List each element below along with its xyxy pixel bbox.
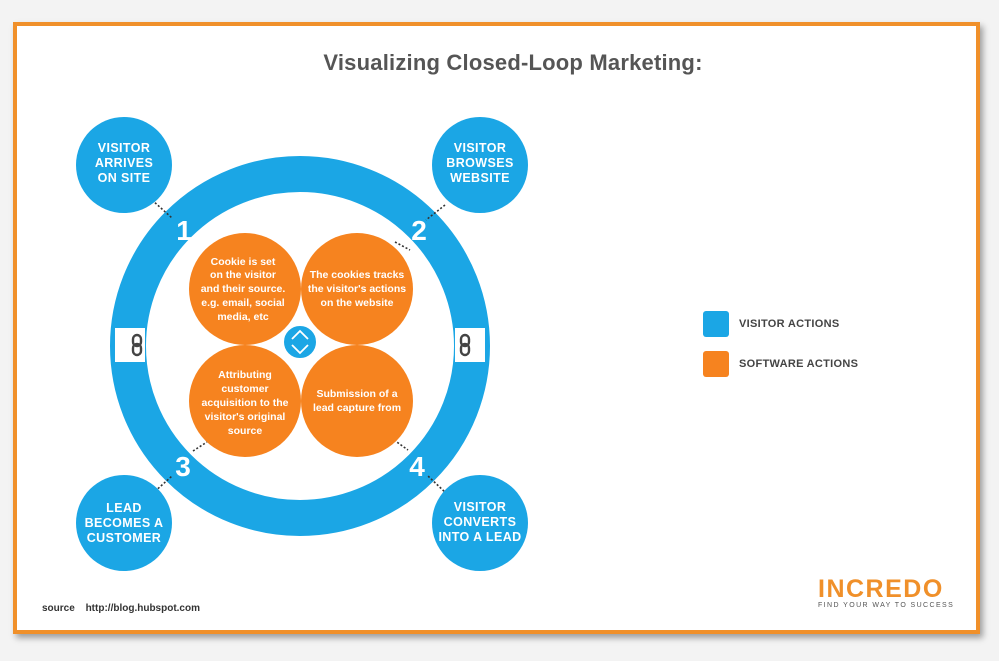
legend-visitor-actions: VISITOR ACTIONS xyxy=(703,311,839,337)
software-text: source xyxy=(228,425,263,437)
software-text: Attributing xyxy=(218,369,272,381)
software-text: acquisition to the xyxy=(202,397,289,409)
software-text: visitor's original xyxy=(205,411,286,423)
software-text: lead capture from xyxy=(313,402,401,414)
visitor-action-circle xyxy=(432,117,528,213)
ring-gap-right xyxy=(455,328,485,362)
legend-software-actions: SOFTWARE ACTIONS xyxy=(703,351,858,377)
software-text: media, etc xyxy=(217,311,269,323)
software-text: Submission of a xyxy=(316,388,397,400)
source-credit: source http://blog.hubspot.com xyxy=(42,603,208,614)
connector-line xyxy=(192,441,208,452)
software-action-circle xyxy=(301,345,413,457)
visitor-text: ON SITE xyxy=(98,171,151,185)
legend-label: SOFTWARE ACTIONS xyxy=(739,358,859,370)
visitor-action-circle xyxy=(76,117,172,213)
software-text: on the website xyxy=(321,297,394,309)
software-text: the visitor's actions xyxy=(308,283,406,295)
visitor-text: INTO A LEAD xyxy=(438,530,521,544)
connector-line xyxy=(393,439,409,451)
chain-link-icon xyxy=(131,333,143,357)
visitor-text: LEAD xyxy=(106,501,142,515)
visitor-action-circle xyxy=(76,475,172,571)
visitor-text: CONVERTS xyxy=(444,515,517,529)
software-text: and their source. xyxy=(201,283,286,295)
software-text: Cookie is set xyxy=(211,256,276,268)
step-number: 2 xyxy=(411,215,427,246)
software-text: on the visitor xyxy=(210,269,276,281)
software-text: The cookies tracks xyxy=(310,269,405,281)
visitor-text: ARRIVES xyxy=(95,156,153,170)
visitor-text: WEBSITE xyxy=(450,171,510,185)
incredo-logo: INCREDO FIND YOUR WAY TO SUCCESS xyxy=(818,576,954,609)
page-title: Visualizing Closed-Loop Marketing: xyxy=(323,50,703,75)
refresh-arrows-icon xyxy=(282,324,318,360)
visitor-text: VISITOR xyxy=(98,141,151,155)
software-action-circle xyxy=(301,233,413,345)
software-action-circle xyxy=(189,345,301,457)
software-text: e.g. email, social xyxy=(201,297,285,309)
connector-line xyxy=(151,199,173,219)
legend-label: VISITOR ACTIONS xyxy=(739,318,840,330)
software-text: customer xyxy=(221,383,268,395)
visitor-text: CUSTOMER xyxy=(87,531,162,545)
legend-swatch-orange xyxy=(703,351,729,377)
visitor-text: VISITOR xyxy=(454,141,507,155)
step-number: 1 xyxy=(176,215,192,246)
connector-line xyxy=(425,204,446,221)
visitor-text: BROWSES xyxy=(446,156,513,170)
connector-line xyxy=(427,475,448,495)
source-url: http://blog.hubspot.com xyxy=(85,603,200,614)
visitor-text: VISITOR xyxy=(454,500,507,514)
step-number: 4 xyxy=(409,451,425,482)
visitor-text: BECOMES A xyxy=(85,516,164,530)
source-label: source xyxy=(42,603,75,614)
legend-swatch-blue xyxy=(703,311,729,337)
software-action-circle xyxy=(189,233,301,345)
logo-word: INCREDO xyxy=(818,575,944,603)
step-number: 3 xyxy=(175,451,191,482)
connector-line xyxy=(394,241,411,251)
chain-link-icon xyxy=(459,333,471,357)
visitor-action-circle xyxy=(432,475,528,571)
logo-tagline: FIND YOUR WAY TO SUCCESS xyxy=(818,602,955,609)
